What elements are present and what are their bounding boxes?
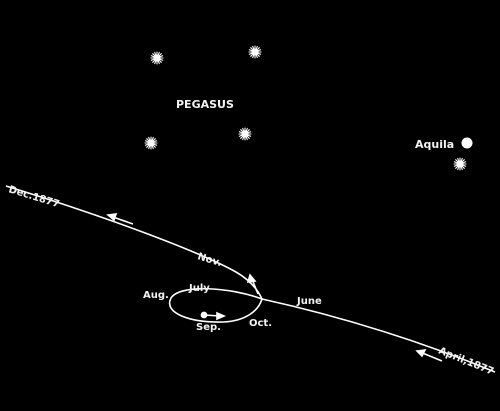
aquila-star [453, 157, 467, 171]
pegasus-star-2 [248, 45, 262, 59]
planet-path-line [5, 185, 496, 373]
retrograde-loop [168, 287, 263, 323]
pegasus-star-1 [150, 51, 164, 65]
aquila-label: Aquila [415, 138, 454, 151]
dec-1877-label: Dec.1877 [7, 184, 61, 210]
aquila-bright-star [461, 137, 473, 149]
arrow-nov-loop [246, 273, 259, 295]
pegasus-star-4 [238, 127, 252, 141]
aug-label: Aug. [143, 290, 169, 301]
sep-label: Sep. [196, 322, 221, 333]
july-label: July [188, 283, 210, 294]
nov-label: Nov. [196, 251, 223, 269]
arrow-sep [200, 311, 227, 321]
arrow-dec [106, 213, 134, 225]
arrow-april [415, 349, 443, 362]
april-1877-label: April,1877 [437, 346, 495, 378]
june-label: June [296, 296, 322, 307]
pegasus-label: PEGASUS [176, 98, 234, 111]
pegasus-star-3 [144, 136, 158, 150]
oct-label: Oct. [249, 318, 272, 329]
